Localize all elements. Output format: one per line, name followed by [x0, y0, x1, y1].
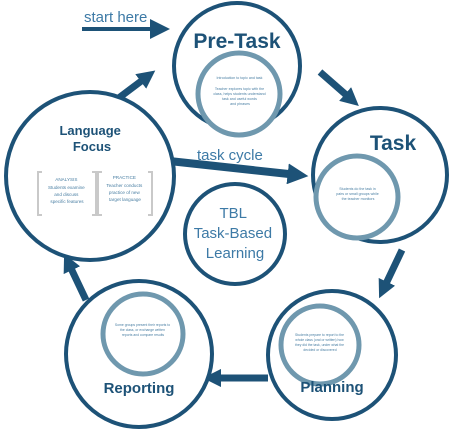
- planning-title: Planning: [300, 379, 363, 396]
- pretask-description: Introduction to topic and task Teacher e…: [213, 76, 266, 106]
- center-label: TBL Task-Based Learning: [194, 205, 277, 262]
- reporting-description: Some groups present their reports to the…: [115, 323, 171, 337]
- planning-description: Students prepare to report to the whole …: [295, 333, 345, 352]
- stage-language-focus: Language Focus ANALYSIS Students examine…: [4, 90, 176, 262]
- start-here-label: start here: [84, 9, 147, 26]
- stage-task: Task Students do the task in pairs or sm…: [311, 106, 449, 244]
- task-description: Students do the task in pairs or small g…: [336, 187, 380, 201]
- task-cycle-arrow: [159, 156, 309, 185]
- center-tbl: TBL Task-Based Learning: [183, 182, 287, 286]
- practice-bracket: [97, 171, 153, 216]
- task-title: Task: [370, 132, 417, 155]
- language-focus-title: Language Focus: [59, 123, 124, 154]
- planning-inner-circle: [278, 303, 362, 387]
- arrow-reporting-to-language-focus: [63, 253, 90, 302]
- reporting-title: Reporting: [104, 380, 175, 397]
- task-cycle-label: task cycle: [197, 147, 263, 164]
- stage-reporting: Reporting Some groups present their repo…: [64, 279, 214, 429]
- practice-text: PRACTICE Teacher conducts practice of ne…: [106, 175, 143, 202]
- arrow-pretask-to-task: [317, 69, 359, 106]
- reporting-inner-circle: [100, 291, 186, 377]
- language-focus-circle: [4, 90, 176, 262]
- analysis-text: ANALYSIS Students examine and discuss sp…: [48, 177, 86, 204]
- task-inner-circle: [313, 153, 401, 241]
- pretask-inner-circle: [195, 50, 283, 138]
- pretask-title: Pre-Task: [193, 30, 280, 53]
- stage-planning: Planning Students prepare to report to t…: [266, 289, 398, 421]
- arrow-task-to-planning: [378, 248, 406, 299]
- analysis-bracket: [37, 171, 97, 216]
- stage-pretask: Pre-Task Introduction to topic and task …: [172, 1, 302, 138]
- center-circle: [183, 182, 287, 286]
